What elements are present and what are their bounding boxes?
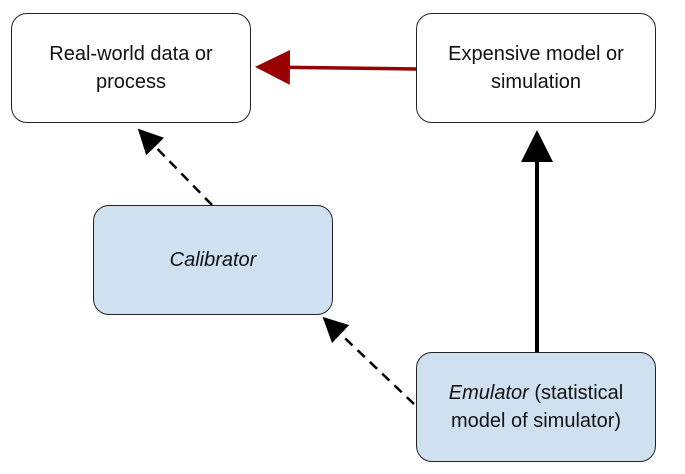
expensive-model-line1: Expensive model or bbox=[448, 43, 624, 65]
node-calibrator: Calibrator bbox=[93, 205, 333, 315]
node-real-world-data: Real-world data or process bbox=[11, 13, 251, 123]
emulator-line2: model of simulator) bbox=[450, 410, 622, 432]
real-world-line1: Real-world data or bbox=[49, 43, 213, 65]
emulator-line1: Emulator (statistical bbox=[449, 379, 624, 407]
node-expensive-model: Expensive model or simulation bbox=[416, 13, 656, 123]
node-emulator: Emulator (statistical model of simulator… bbox=[416, 352, 656, 462]
real-world-line2: process bbox=[95, 71, 166, 93]
emulator-line1-rest: (statistical bbox=[528, 382, 624, 404]
emulator-italic-label: Emulator bbox=[448, 382, 529, 404]
arrow-expensive-to-real-world bbox=[255, 49, 417, 85]
arrow-calibrator-to-real-world bbox=[137, 128, 213, 206]
expensive-model-line2: simulation bbox=[490, 71, 582, 93]
arrow-emulator-to-calibrator bbox=[322, 316, 415, 405]
calibrator-label: Calibrator bbox=[169, 249, 257, 271]
